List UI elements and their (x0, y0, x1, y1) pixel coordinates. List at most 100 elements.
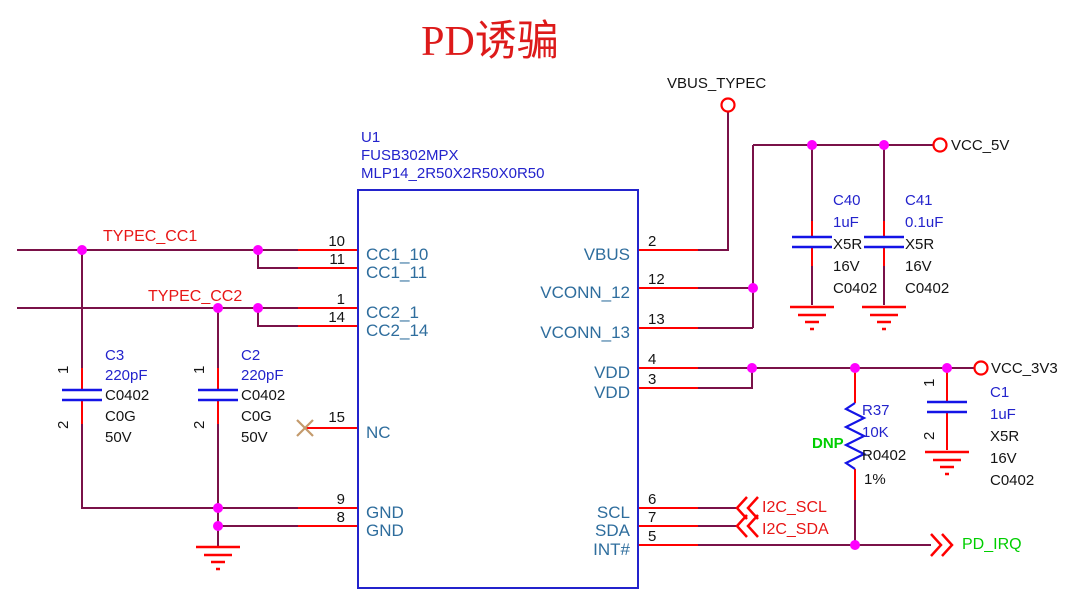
wire-vcc3v3 (698, 367, 974, 389)
res-r37-footprint: R0402 (862, 447, 907, 464)
pin-number-8: 8 (336, 509, 345, 526)
ground-symbol-c41 (862, 305, 906, 331)
ground-symbol-left (196, 545, 240, 571)
component-symbols (62, 235, 967, 470)
ground-symbol-c40 (790, 305, 834, 331)
cap-c1-ref: C1 (990, 384, 1010, 401)
chevron-i2c-sda-icon (735, 514, 759, 538)
net-label-i2c-scl: I2C_SCL (762, 499, 827, 516)
wire-typec-cc2 (17, 307, 298, 547)
net-label-typec-cc1: TYPEC_CC1 (103, 228, 198, 245)
cap-c1-spec1: X5R (990, 428, 1020, 445)
cap-c1-pin2: 2 (921, 431, 939, 441)
cap-c2-ref: C2 (241, 347, 261, 364)
pin-name-cc2-1: CC2_1 (366, 303, 419, 322)
port-circle-vbus-typec (720, 97, 736, 113)
junction-dots (77, 140, 952, 550)
pin-name-vconn-12: VCONN_12 (540, 283, 630, 302)
pin-name-scl: SCL (596, 503, 630, 522)
cap-c41-spec3: C0402 (905, 280, 950, 297)
wire-typec-cc1 (17, 249, 298, 509)
chip-right-pins (638, 249, 698, 546)
cap-c1-pin1: 1 (921, 378, 939, 388)
capacitor-c40-symbol (792, 235, 832, 249)
schematic-title: PD诱骗 (421, 19, 559, 65)
cap-c40-spec3: C0402 (833, 280, 878, 297)
pin-number-6: 6 (648, 491, 657, 508)
cap-c3-spec3: 50V (105, 429, 132, 446)
res-r37-ref: R37 (862, 402, 890, 419)
pin-number-11: 11 (329, 251, 345, 268)
cap-c41-ref: C41 (905, 192, 933, 209)
pin-number-4: 4 (648, 351, 657, 368)
cap-c2-pin1: 1 (191, 365, 209, 375)
wire-i2c (698, 507, 737, 527)
capacitor-c2-symbol (198, 388, 238, 402)
pin-name-gnd-8: GND (366, 521, 404, 540)
cap-c3-pin2: 2 (55, 420, 73, 430)
net-label-i2c-sda: I2C_SDA (762, 521, 829, 538)
capacitor-c41-symbol (864, 235, 904, 249)
port-circle-vcc-5v (932, 137, 948, 153)
pin-name-nc: NC (366, 423, 391, 442)
ground-symbols (196, 305, 969, 571)
capacitor-c3-symbol (62, 388, 102, 402)
cap-c3-value: 220pF (105, 367, 148, 384)
capacitor-c1-symbol (927, 400, 967, 414)
cap-c1-spec3: C0402 (990, 472, 1035, 489)
net-label-typec-cc2: TYPEC_CC2 (148, 288, 243, 305)
wire-vcc5v (753, 144, 933, 305)
pin-number-10: 10 (328, 233, 345, 250)
cap-c41-spec2: 16V (905, 258, 932, 275)
cap-c2-spec1: C0402 (241, 387, 286, 404)
cap-c40-spec2: 16V (833, 258, 860, 275)
chip-designator: U1 (361, 129, 381, 146)
cap-c41-spec1: X5R (905, 236, 935, 253)
pin-number-5: 5 (648, 528, 657, 545)
res-r37-dnp-flag: DNP (812, 435, 844, 452)
chevron-pd-irq-icon (930, 533, 954, 557)
pin-stubs (81, 221, 948, 546)
cap-c2-spec3: 50V (241, 429, 268, 446)
chip-part-number: FUSB302MPX (361, 147, 459, 164)
ground-symbol-c1 (925, 450, 969, 476)
pin-name-int: INT# (593, 540, 630, 559)
cap-c1-value: 1uF (990, 406, 1016, 423)
chevron-i2c-scl-icon (735, 496, 759, 520)
cap-c41-value: 0.1uF (905, 214, 944, 231)
cap-c1-spec2: 16V (990, 450, 1017, 467)
power-port-vcc-3v3: VCC_3V3 (991, 360, 1058, 377)
pin-name-vbus: VBUS (583, 245, 630, 264)
cap-c2-pin2: 2 (191, 420, 209, 430)
pin-number-3: 3 (648, 371, 657, 388)
chip-body (357, 189, 639, 589)
pin-name-cc2-14: CC2_14 (366, 321, 429, 340)
cap-c2-spec2: C0G (241, 408, 272, 425)
wire-vconn (698, 145, 754, 329)
port-circle-vcc-3v3 (973, 360, 989, 376)
wire-vbus (698, 112, 729, 251)
pin-number-1: 1 (336, 291, 345, 308)
pin-number-12: 12 (648, 271, 665, 288)
power-port-vbus-typec: VBUS_TYPEC (667, 75, 767, 92)
net-label-pd-irq: PD_IRQ (962, 536, 1022, 553)
pin-number-13: 13 (648, 311, 665, 328)
cap-c40-value: 1uF (833, 214, 859, 231)
chip-left-pins (298, 249, 358, 527)
cap-c40-ref: C40 (833, 192, 861, 209)
pin-number-7: 7 (648, 509, 657, 526)
cap-c3-spec2: C0G (105, 408, 136, 425)
res-r37-value: 10K (862, 424, 889, 441)
no-connect-x-icon (296, 419, 314, 437)
pin-number-14: 14 (328, 309, 345, 326)
chip-footprint: MLP14_2R50X2R50X0R50 (361, 165, 545, 182)
power-port-vcc-5v: VCC_5V (951, 137, 1010, 154)
pin-name-cc1-11: CC1_11 (366, 263, 428, 282)
pin-name-sda: SDA (595, 521, 630, 540)
net-wires (17, 112, 974, 547)
power-port-circles (720, 97, 989, 376)
pin-number-2: 2 (648, 233, 657, 250)
wire-gnd (218, 507, 298, 527)
